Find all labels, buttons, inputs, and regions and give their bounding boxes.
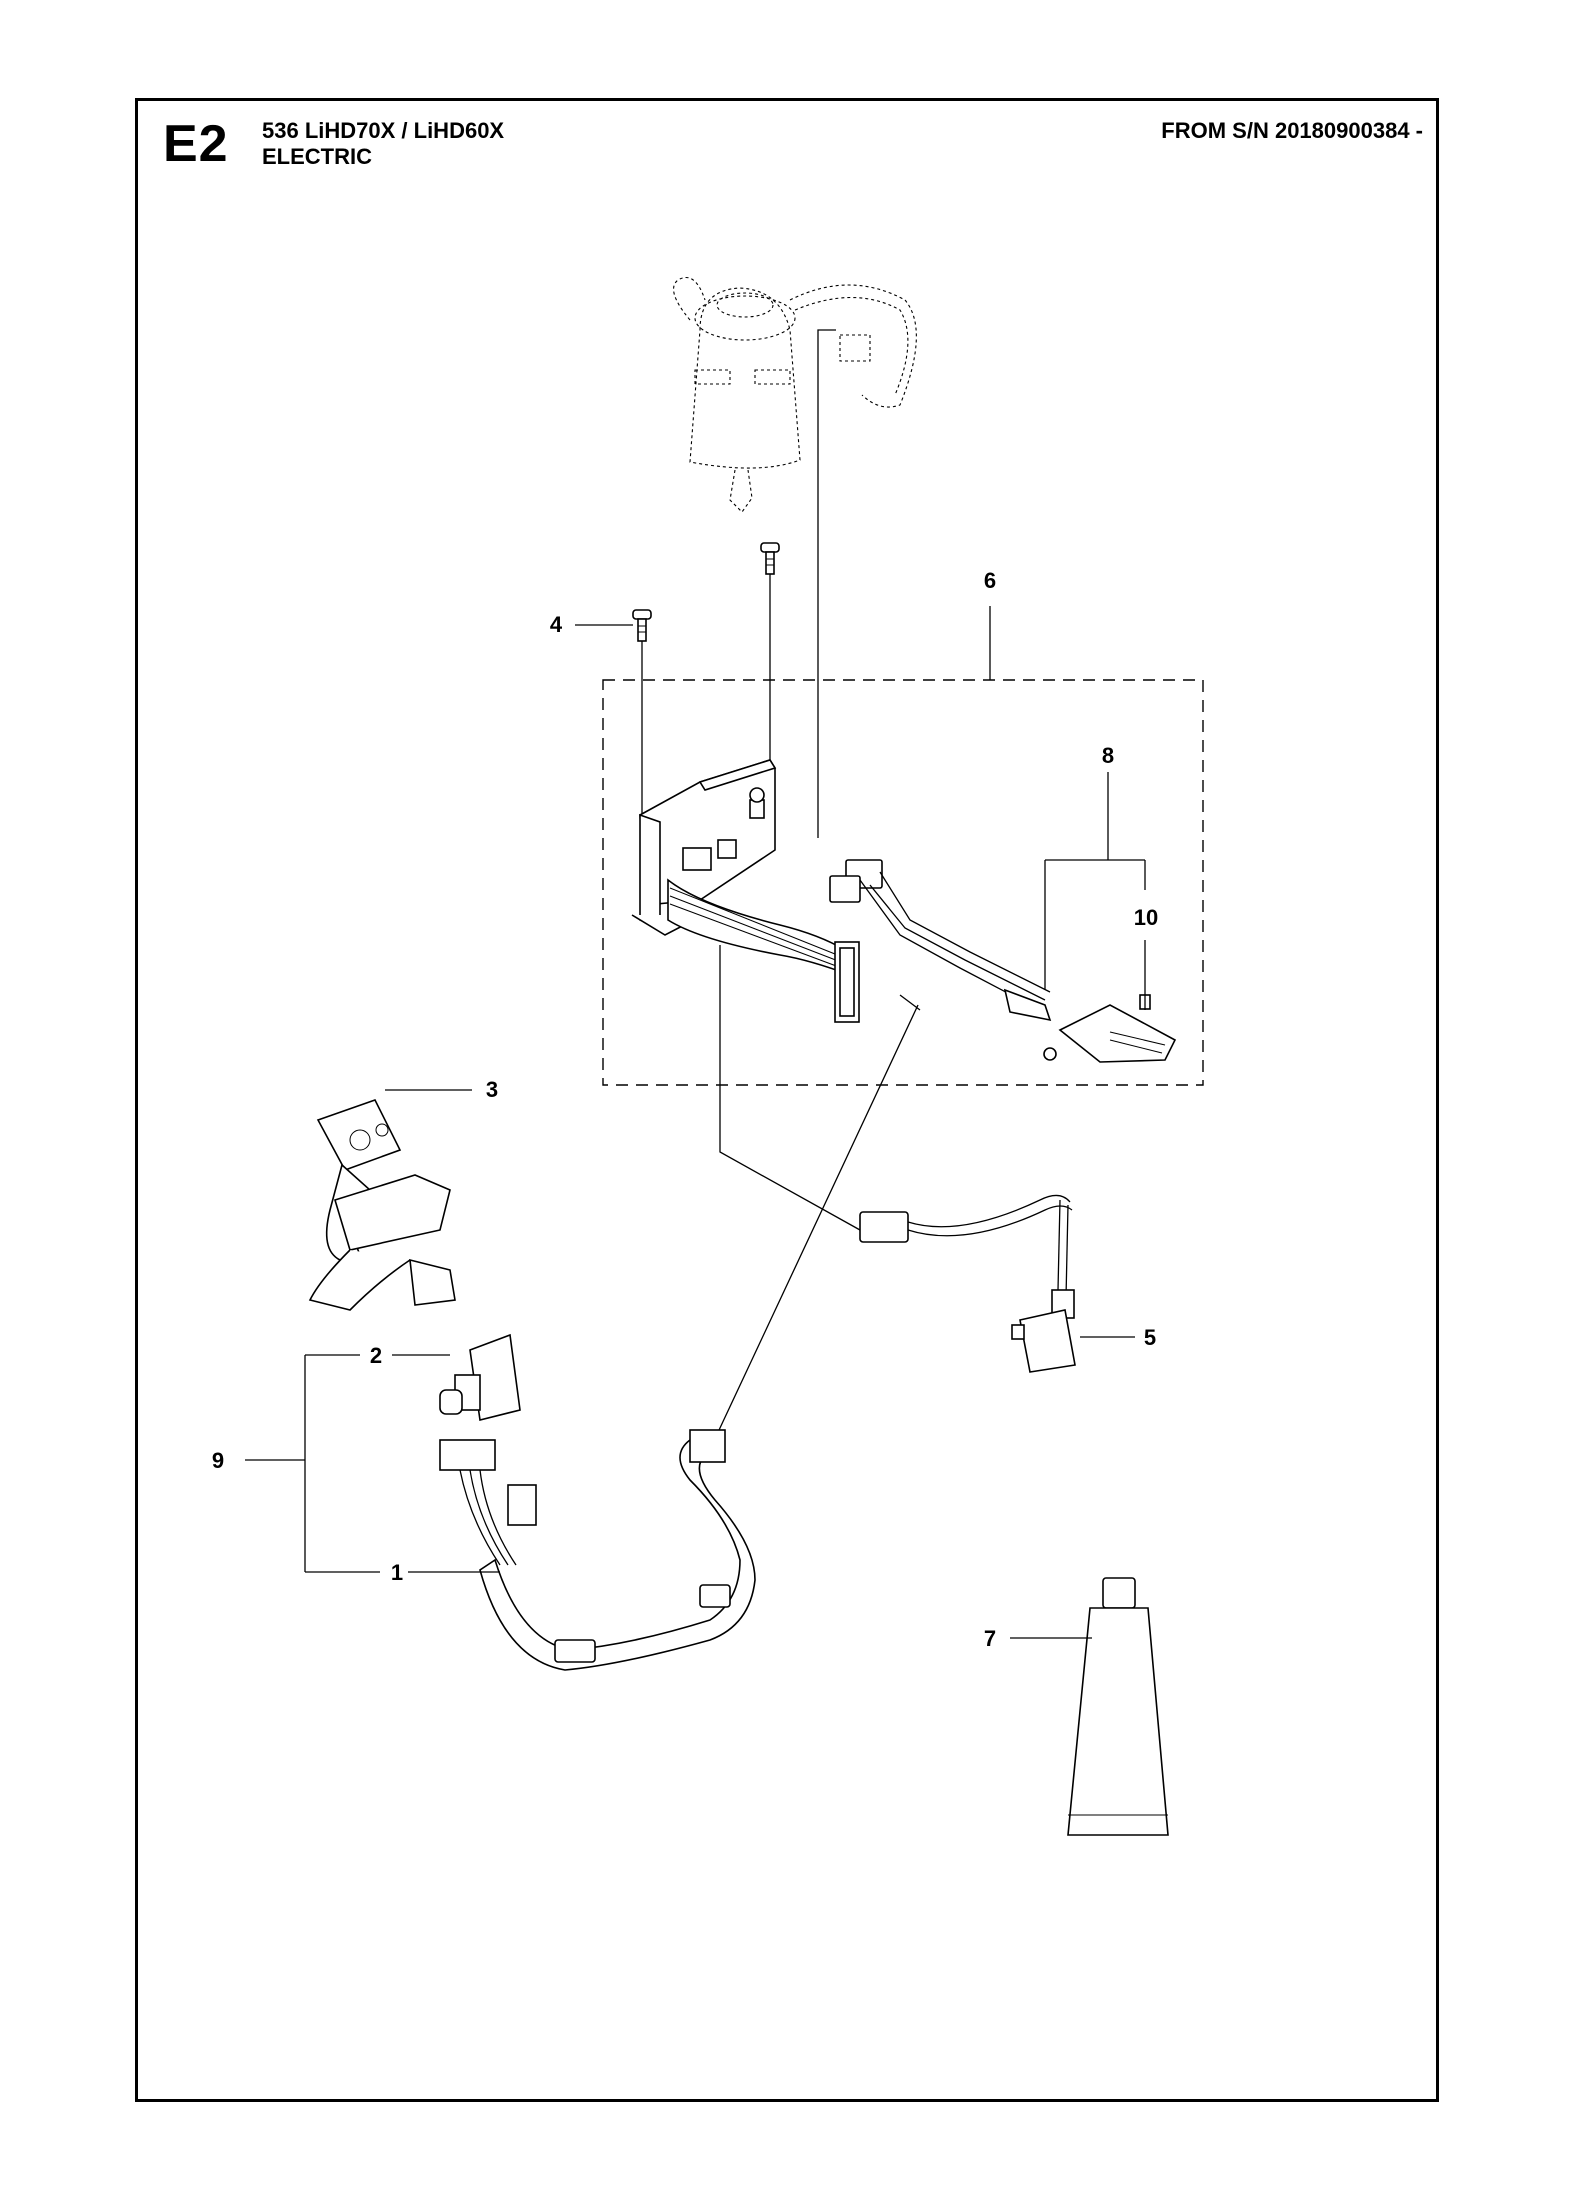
callout-2: 2 bbox=[370, 1343, 382, 1368]
callout-10: 10 bbox=[1134, 905, 1158, 930]
screw-4-second bbox=[760, 542, 780, 575]
callout-9: 9 bbox=[212, 1448, 224, 1473]
section-code: E2 bbox=[163, 115, 229, 173]
potentiometer-2 bbox=[439, 1333, 521, 1421]
main-harness-1 bbox=[439, 1429, 756, 1671]
callout-5: 5 bbox=[1144, 1325, 1156, 1350]
switch-5 bbox=[859, 1194, 1076, 1373]
model-line: 536 LiHD70X / LiHD60X bbox=[262, 118, 505, 143]
callout-7: 7 bbox=[984, 1626, 996, 1651]
screw-4 bbox=[632, 609, 652, 642]
section-heading: 536 LiHD70X / LiHD60X ELECTRIC bbox=[262, 118, 504, 170]
control-unit bbox=[631, 759, 777, 936]
callout-leaders bbox=[245, 606, 1146, 1639]
kit-boundary-6 bbox=[602, 679, 1204, 1086]
grease-tube-7 bbox=[1067, 1577, 1169, 1836]
page-frame bbox=[135, 98, 1439, 2102]
ribbon-cable bbox=[667, 878, 860, 1023]
bracket-3 bbox=[308, 1099, 456, 1311]
terminal-harness bbox=[829, 859, 1177, 1063]
section-title: ELECTRIC bbox=[262, 144, 372, 169]
motor-reference bbox=[673, 276, 917, 513]
callout-3: 3 bbox=[486, 1077, 498, 1102]
callout-1: 1 bbox=[391, 1560, 403, 1585]
callout-6: 6 bbox=[984, 568, 996, 593]
serial-range: FROM S/N 20180900384 - bbox=[1161, 118, 1423, 143]
callout-4: 4 bbox=[550, 612, 563, 637]
callout-8: 8 bbox=[1102, 743, 1114, 768]
